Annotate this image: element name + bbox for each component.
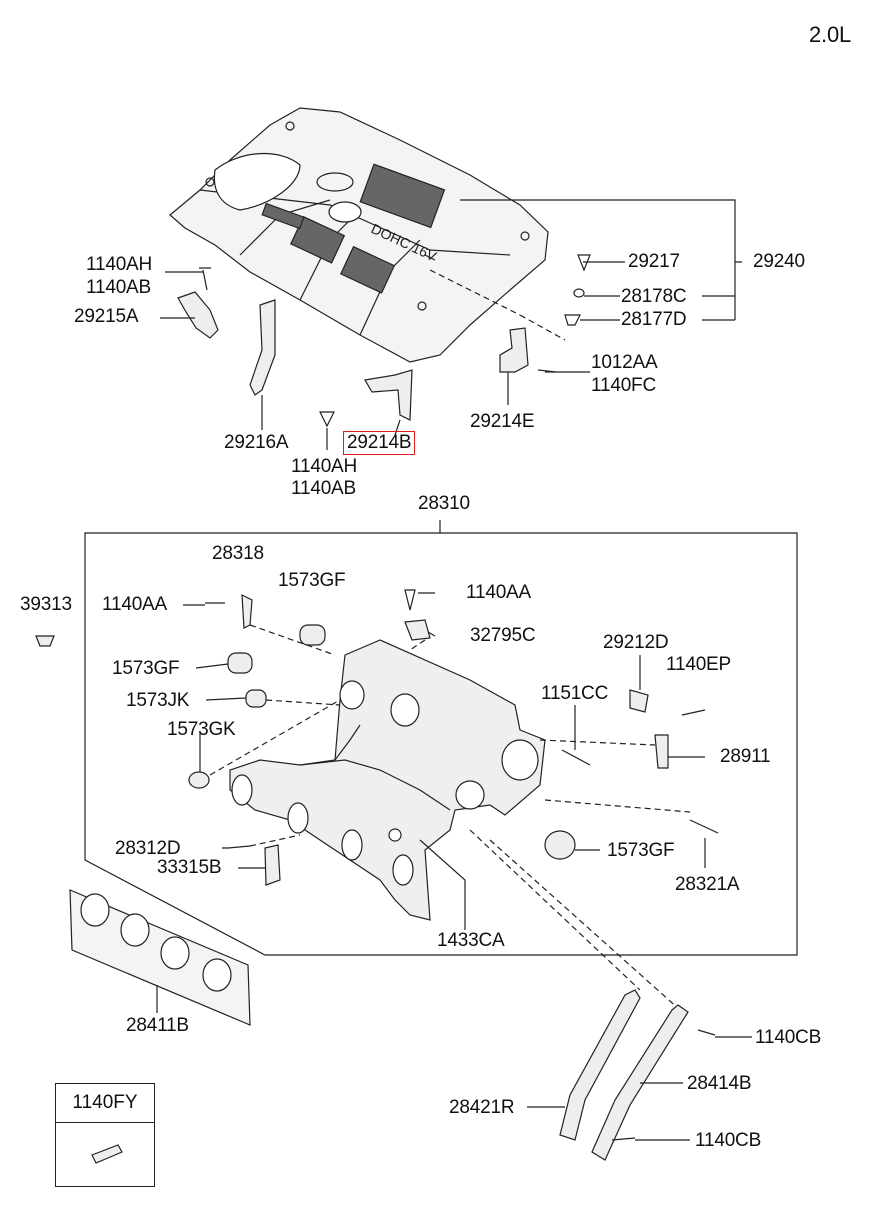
part-label-29216A[interactable]: 29216A xyxy=(224,432,289,453)
part-label-1140FC[interactable]: 1140FC xyxy=(591,375,656,396)
part-label-32795C[interactable]: 32795C xyxy=(470,625,536,646)
part-label-1573GK[interactable]: 1573GK xyxy=(167,719,236,740)
part-label-33315B[interactable]: 33315B xyxy=(157,857,222,878)
part-label-1573GF[interactable]: 1573GF xyxy=(607,840,675,861)
part-label-39313[interactable]: 39313 xyxy=(20,594,72,615)
part-label-29240[interactable]: 29240 xyxy=(753,251,805,272)
part-label-29212D[interactable]: 29212D xyxy=(603,632,669,653)
manifold-gasket xyxy=(69,889,251,1026)
part-label-1140AA[interactable]: 1140AA xyxy=(102,594,168,615)
part-label-29215A[interactable]: 29215A xyxy=(74,306,139,327)
part-label-1140AB[interactable]: 1140AB xyxy=(291,478,357,499)
part-label-1573GF[interactable]: 1573GF xyxy=(278,570,346,591)
part-label-1012AA[interactable]: 1012AA xyxy=(591,352,658,373)
part-label-29214E[interactable]: 29214E xyxy=(470,411,535,432)
part-label-1140AH[interactable]: 1140AH xyxy=(291,456,358,477)
intake-manifold xyxy=(229,639,546,921)
part-label-29217[interactable]: 29217 xyxy=(628,251,680,272)
part-label-28321A[interactable]: 28321A xyxy=(675,874,740,895)
part-label-1573GF[interactable]: 1573GF xyxy=(112,658,180,679)
part-label-1140CB[interactable]: 1140CB xyxy=(695,1130,762,1151)
part-label-1140AA[interactable]: 1140AA xyxy=(466,582,532,603)
part-label-29214B-highlighted[interactable]: 29214B xyxy=(343,431,416,455)
part-label-28310[interactable]: 28310 xyxy=(418,493,470,514)
engine-cover: DOHC 16V xyxy=(169,107,549,363)
part-label-1140AH[interactable]: 1140AH xyxy=(86,254,153,275)
part-label-1433CA[interactable]: 1433CA xyxy=(437,930,505,951)
part-label-28911[interactable]: 28911 xyxy=(720,746,771,767)
part-label-1140AB[interactable]: 1140AB xyxy=(86,277,152,298)
part-label-1573JK[interactable]: 1573JK xyxy=(126,690,190,711)
engine-variant-title: 2.0L xyxy=(809,22,852,47)
part-label-1140EP[interactable]: 1140EP xyxy=(666,654,732,675)
legend-label[interactable]: 1140FY xyxy=(56,1084,154,1123)
part-label-28312D[interactable]: 28312D xyxy=(115,838,181,859)
part-label-1140CB[interactable]: 1140CB xyxy=(755,1027,822,1048)
part-label-28421R[interactable]: 28421R xyxy=(449,1097,515,1118)
part-label-28318[interactable]: 28318 xyxy=(212,543,264,564)
part-label-28178C[interactable]: 28178C xyxy=(621,286,687,307)
part-label-1151CC[interactable]: 1151CC xyxy=(541,683,609,704)
part-label-28411B[interactable]: 28411B xyxy=(126,1015,189,1036)
part-label-28414B[interactable]: 28414B xyxy=(687,1073,752,1094)
legend-box: 1140FY xyxy=(55,1083,155,1187)
part-label-28177D[interactable]: 28177D xyxy=(621,309,687,330)
